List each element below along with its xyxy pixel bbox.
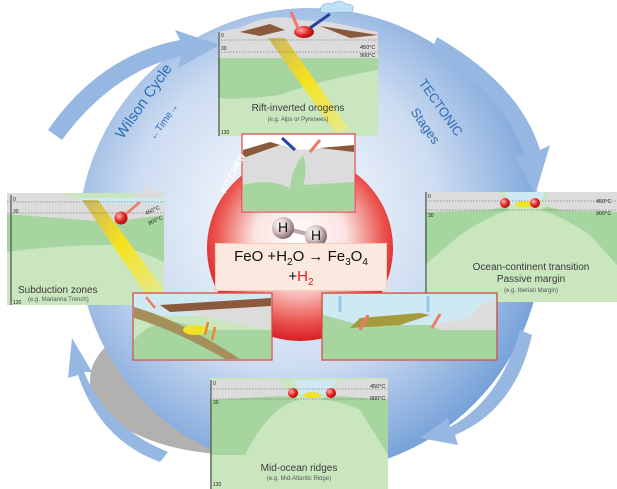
depth-tick: 30: [13, 209, 19, 215]
panel-subduction-zones: [7, 186, 164, 305]
equation-text: +: [288, 268, 298, 285]
depth-tick: 0: [213, 381, 216, 387]
equation-subscript: 4: [362, 257, 368, 268]
water-inflow-arrow-icon: [309, 12, 331, 30]
depth-tick: 0: [221, 33, 224, 39]
equation-subscript: 2: [308, 277, 314, 288]
panel-mid-ocean-ridges: [210, 378, 388, 489]
panel-ocean-continent-transition: [425, 192, 617, 302]
inset-top: [241, 133, 356, 213]
isotherm-label: 450°C: [370, 384, 386, 390]
depth-tick: 30: [428, 213, 434, 219]
equation-text: O: [350, 248, 363, 265]
hydrogen-atom-icon: [272, 217, 294, 239]
hydrogen-atom-label: H: [310, 227, 322, 243]
depth-tick: 120: [221, 130, 230, 136]
serpentinization-site-icon: [326, 388, 336, 398]
h2-outflow-arrow-icon: [289, 11, 300, 29]
arrow-top-right: [432, 37, 550, 195]
depth-tick: 30: [213, 400, 219, 406]
panel-example: (e.g. Marianna Trench): [28, 297, 89, 303]
inset-bottom-left: [132, 292, 273, 361]
equation-text: FeO +H: [234, 248, 288, 265]
reaction-equation: FeO +H2O → Fe3O4: [216, 248, 386, 268]
reaction-product: +H2: [216, 268, 386, 288]
depth-tick: 30: [221, 46, 227, 52]
cycle-arrows: [48, 30, 550, 462]
serpentinization-site-icon: [294, 26, 314, 38]
depth-tick: 0: [428, 194, 431, 200]
isotherm-label: 450°C: [360, 45, 376, 51]
hydrogen-atom-icon: [305, 225, 327, 247]
equation-subscript: 3: [345, 257, 351, 268]
serpentinization-site-icon: [530, 198, 540, 208]
panel-title-line1: Ocean-continent transition: [472, 262, 590, 273]
isotherm-label: 900°C: [370, 396, 386, 402]
panel-example: (e.g. Alps or Pyrenees): [267, 117, 329, 123]
panel-example: (e.g. Iberian Margin): [503, 288, 559, 294]
panel-title: Rift-inverted orogens: [251, 103, 345, 114]
h2-outflow-arrow-icon: [358, 314, 370, 331]
reaction-equation-box: FeO +H2O → Fe3O4 +H2: [215, 243, 387, 291]
isotherm-label: 900°C: [596, 211, 612, 217]
equation-text: O → Fe: [292, 248, 346, 265]
serpentinization-site-icon: [500, 198, 510, 208]
h2-outflow-arrow-icon: [145, 296, 156, 309]
isotherm-label: 900°C: [360, 53, 376, 59]
equation-subscript: 2: [287, 257, 293, 268]
panel-rift-inverted-orogens: [218, 0, 378, 136]
panel-title: Mid-ocean ridges: [260, 463, 338, 474]
serpentinization-site-icon: [288, 388, 298, 398]
hydrogen-atom-label: H: [277, 219, 289, 235]
h2-outflow-arrow-icon: [308, 139, 322, 153]
depth-tick: 120: [213, 482, 222, 488]
fluid-arrow-icon: [203, 321, 217, 341]
cloud-icon: [319, 0, 354, 14]
hydrogen-product: H: [297, 268, 309, 285]
h2-outflow-arrow-icon: [125, 201, 141, 215]
depth-tick: 0: [13, 197, 16, 203]
panel-title-line2: Passive margin: [496, 274, 566, 285]
arrow-bottom-left: [68, 338, 168, 462]
panel-title: Subduction zones: [18, 285, 98, 296]
depth-tick: 120: [13, 300, 22, 306]
arrow-bottom-right: [420, 330, 532, 445]
inset-bottom-right: [321, 292, 498, 361]
arrow-top-left: [48, 30, 220, 140]
isotherm-label: 450°C: [596, 199, 612, 205]
h2-outflow-arrow-icon: [430, 313, 442, 329]
water-inflow-arrow-icon: [280, 136, 297, 152]
serpentinization-site-icon: [114, 211, 128, 225]
panel-example: (e.g. Mid-Atlantic Ridge): [266, 476, 332, 482]
